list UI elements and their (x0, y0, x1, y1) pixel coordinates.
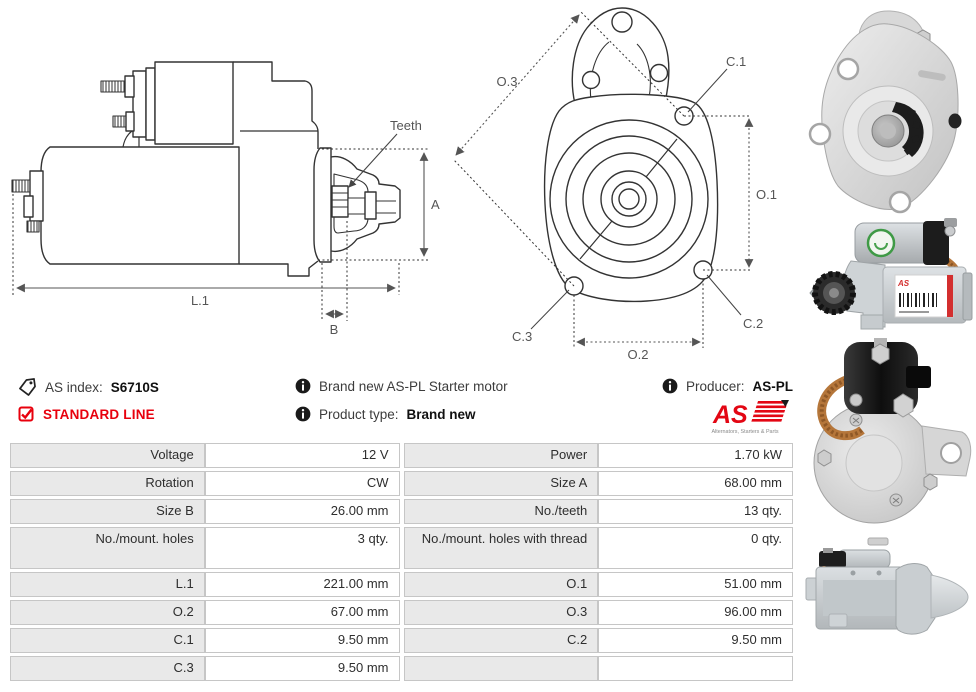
spec-value: 9.50 mm (204, 656, 400, 681)
spec-value: 221.00 mm (204, 572, 400, 597)
product-type-field: Product type: Brand new (295, 406, 476, 422)
svg-text:AS: AS (897, 279, 910, 288)
spec-value: CW (204, 471, 400, 496)
as-index-label: AS index: (45, 380, 103, 395)
producer-label: Producer: (686, 378, 745, 394)
dimension-lines (16, 133, 429, 319)
spec-value: 12 V (204, 443, 400, 468)
brand-logo-tagline: Alternators, Starters & Parts (711, 429, 778, 435)
product-photo-side: AS (809, 218, 973, 330)
front-view-technical-drawing: O.3 C.1 O.1 C.2 C.3 O.2 (453, 7, 777, 362)
as-index-field: AS index: S6710S (18, 378, 159, 397)
spec-value: 26.00 mm (204, 499, 400, 524)
dim-o3-label: O.3 (497, 74, 518, 89)
spec-label: L.1 (10, 572, 205, 597)
spec-label: O.1 (403, 572, 599, 597)
spec-value: 67.00 mm (204, 600, 400, 625)
producer-value: AS-PL (752, 378, 794, 394)
spec-value: 51.00 mm (598, 572, 793, 597)
as-index-value: S6710S (110, 380, 159, 395)
dim-o2-label: O.2 (628, 347, 649, 362)
spec-value (598, 656, 793, 681)
spec-value: 9.50 mm (598, 628, 793, 653)
teeth-label: Teeth (390, 118, 422, 133)
spec-value: 0 qty. (598, 527, 793, 569)
spec-value: 68.00 mm (598, 471, 793, 496)
brand-logo-wordmark: AS (712, 401, 748, 429)
dim-b-label: B (330, 322, 339, 337)
dim-c3-label: C.3 (512, 329, 532, 344)
spec-label: Power (403, 443, 599, 468)
spec-label: No./mount. holes with thread (403, 527, 599, 569)
table-row (403, 656, 793, 681)
dim-c2-label: C.2 (743, 316, 763, 331)
product-type-value: Brand new (406, 406, 476, 422)
spec-label: No./mount. holes (10, 527, 205, 569)
spec-label: C.3 (10, 656, 205, 681)
spec-label: No./teeth (403, 499, 599, 524)
info-icon (295, 406, 311, 422)
front-leader-lines (530, 68, 742, 330)
dim-o1-label: O.1 (756, 187, 777, 202)
spec-label: Rotation (10, 471, 205, 496)
product-photos-column: AS (800, 0, 976, 692)
spec-label: O.2 (10, 600, 205, 625)
producer-field: Producer: AS-PL (662, 378, 793, 394)
spec-label: C.1 (10, 628, 205, 653)
spec-value: 9.50 mm (204, 628, 400, 653)
spec-label: Size B (10, 499, 205, 524)
spec-value: 3 qty. (204, 527, 400, 569)
spec-label: C.2 (403, 628, 599, 653)
standard-line-field: STANDARD LINE (18, 406, 155, 423)
checkbox-checked-icon (18, 406, 34, 422)
info-icon (662, 378, 678, 394)
spec-label: Size A (403, 471, 599, 496)
front-dimension-lines (455, 14, 754, 347)
brand-logo: AS Alternators, Starters & Parts (711, 400, 789, 435)
spec-value: 13 qty. (598, 499, 793, 524)
product-photo-front (808, 10, 962, 214)
product-type-label: Product type: (319, 406, 399, 422)
dim-c1-label: C.1 (726, 54, 746, 69)
tag-icon (19, 378, 36, 396)
info-icon (295, 378, 311, 394)
spec-value: 1.70 kW (598, 443, 793, 468)
standard-line-label: STANDARD LINE (43, 407, 155, 422)
description-text: Brand new AS-PL Starter motor (319, 378, 508, 394)
dim-a-label: A (431, 197, 440, 212)
product-photo-side-2 (805, 548, 969, 635)
product-photo-rear (813, 338, 972, 546)
starter-front-outline (543, 7, 719, 303)
front-extension-lines (453, 11, 751, 348)
spec-label: O.3 (403, 600, 599, 625)
spec-label (403, 656, 599, 681)
dim-l1-label: L.1 (191, 293, 209, 308)
side-view-technical-drawing: Teeth A L.1 B (11, 61, 440, 337)
description-field: Brand new AS-PL Starter motor (295, 378, 508, 394)
starter-side-outline (11, 61, 401, 277)
spec-label: Voltage (10, 443, 205, 468)
spec-value: 96.00 mm (598, 600, 793, 625)
